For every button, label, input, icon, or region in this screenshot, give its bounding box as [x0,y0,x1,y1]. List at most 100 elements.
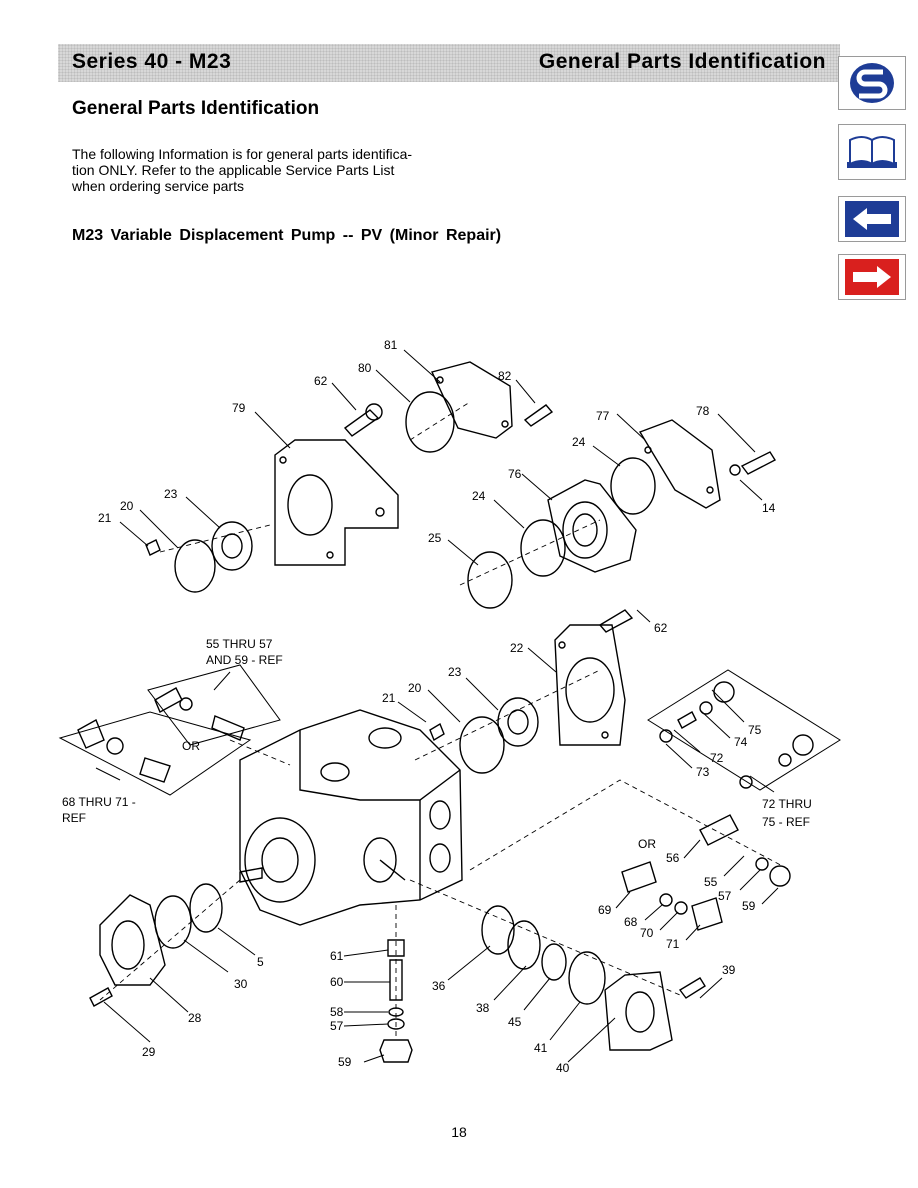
bearing-36 [481,905,515,955]
callout-24b: 24 [472,489,486,503]
leader-lines [95,349,779,1063]
charge-pump-housing-76 [547,479,637,573]
callout-36: 36 [432,979,446,993]
seal-ring-24b [520,519,566,577]
callout-58: 58 [330,1005,344,1019]
ref-label-68-line1: 68 THRU 71 - [62,795,136,809]
plug-75 [713,681,735,703]
exploded-parts-diagram: 81 80 62 82 79 77 78 24 76 24 14 23 20 2… [58,338,841,1075]
ref-label-72-line2: 75 - REF [762,815,810,829]
sauer-sundstrand-logo-icon [850,63,894,103]
intro-paragraph: The following Information is for general… [72,146,452,194]
or-label-right: OR [638,837,656,851]
ref-label-55-line1: 55 THRU 57 [206,637,273,651]
seal-ring-24a [610,457,656,515]
callout-61: 61 [330,949,344,963]
manual-button[interactable] [838,124,906,180]
seal-ring-25 [467,551,513,609]
seal-38 [507,920,541,970]
callout-78: 78 [696,404,710,418]
bolt-78 [740,451,776,475]
plug-59 [379,1039,413,1063]
ref-box-55-59 [147,664,281,746]
valve-56b [211,715,245,741]
valve-56 [699,814,739,846]
callout-20a: 20 [120,499,134,513]
series-title: Series 40 - M23 [72,50,232,73]
callout-79: 79 [232,401,246,415]
arrow-right-icon [845,259,899,295]
cover-plate-77 [638,419,721,509]
fitting-55 [154,687,183,713]
plug-71 [691,897,723,931]
plug-61 [387,939,405,957]
back-button[interactable] [838,196,906,242]
callout-62: 62 [314,374,328,388]
bolt-head-62 [365,403,383,421]
forward-button[interactable] [838,254,906,300]
or-label-left: OR [182,739,200,753]
o-ring-68b [106,737,124,755]
ref-box-72-75 [647,669,841,791]
page-number: 18 [451,1124,467,1140]
callout-80: 80 [358,361,372,375]
callout-56: 56 [666,851,680,865]
callout-70: 70 [640,926,654,940]
pump-housing [239,709,463,926]
header-section-title: General Parts Identification [538,50,826,73]
o-ring-57c [179,697,193,711]
callout-77: 77 [596,409,610,423]
seal-ring-20b [459,716,505,774]
plug-59b [769,865,791,887]
callout-71: 71 [666,937,680,951]
callout-14: 14 [762,501,776,515]
plug-71b [77,719,105,749]
diagram-title: M23 Variable Displacement Pump -- PV (Mi… [72,227,502,244]
valve-69 [621,861,657,893]
intro-line: The following Information is for general… [72,146,413,162]
callout-20b: 20 [408,681,422,695]
o-ring-74b [778,753,792,767]
callout-59b: 59 [338,1055,352,1069]
washer-14 [729,464,741,476]
callout-57b: 57 [330,1019,344,1033]
callout-30: 30 [234,977,248,991]
seal-5 [189,883,223,933]
intro-line: when ordering service parts [72,178,244,194]
o-ring-30 [154,895,192,949]
gerotor-23b [497,697,539,747]
end-cap-79 [274,439,399,566]
callout-45: 45 [508,1015,522,1029]
bolt-39 [678,977,706,999]
callout-69: 69 [598,903,612,917]
callout-40: 40 [556,1061,570,1075]
key-21a [145,539,161,556]
centerlines [99,401,791,1040]
bolt-62 [343,409,380,437]
intro-line: tion ONLY. Refer to the applicable Servi… [72,162,395,178]
seal-ring-80 [405,391,455,453]
callout-68: 68 [624,915,638,929]
ref-label-55-line2: AND 59 - REF [206,653,283,667]
callout-55: 55 [704,875,718,889]
callout-81: 81 [384,338,398,352]
valve-69b [139,757,171,783]
seal-ring-20a [174,539,216,593]
header-banner [58,44,840,82]
callout-21a: 21 [98,511,112,525]
callout-28: 28 [188,1011,202,1025]
ball-73 [659,729,673,743]
callout-5: 5 [257,955,264,969]
callout-76: 76 [508,467,522,481]
bolt-29 [89,987,113,1007]
callout-62b: 62 [654,621,668,635]
o-ring-57b [755,857,769,871]
callout-72: 72 [710,751,724,765]
callout-38: 38 [476,1001,490,1015]
callout-24a: 24 [572,435,586,449]
shaft-cover-28 [99,894,166,986]
ref-label-68-line2: REF [62,811,86,825]
gerotor-23a [211,521,253,571]
logo-button[interactable] [838,56,906,110]
end-cap-22 [554,624,626,746]
